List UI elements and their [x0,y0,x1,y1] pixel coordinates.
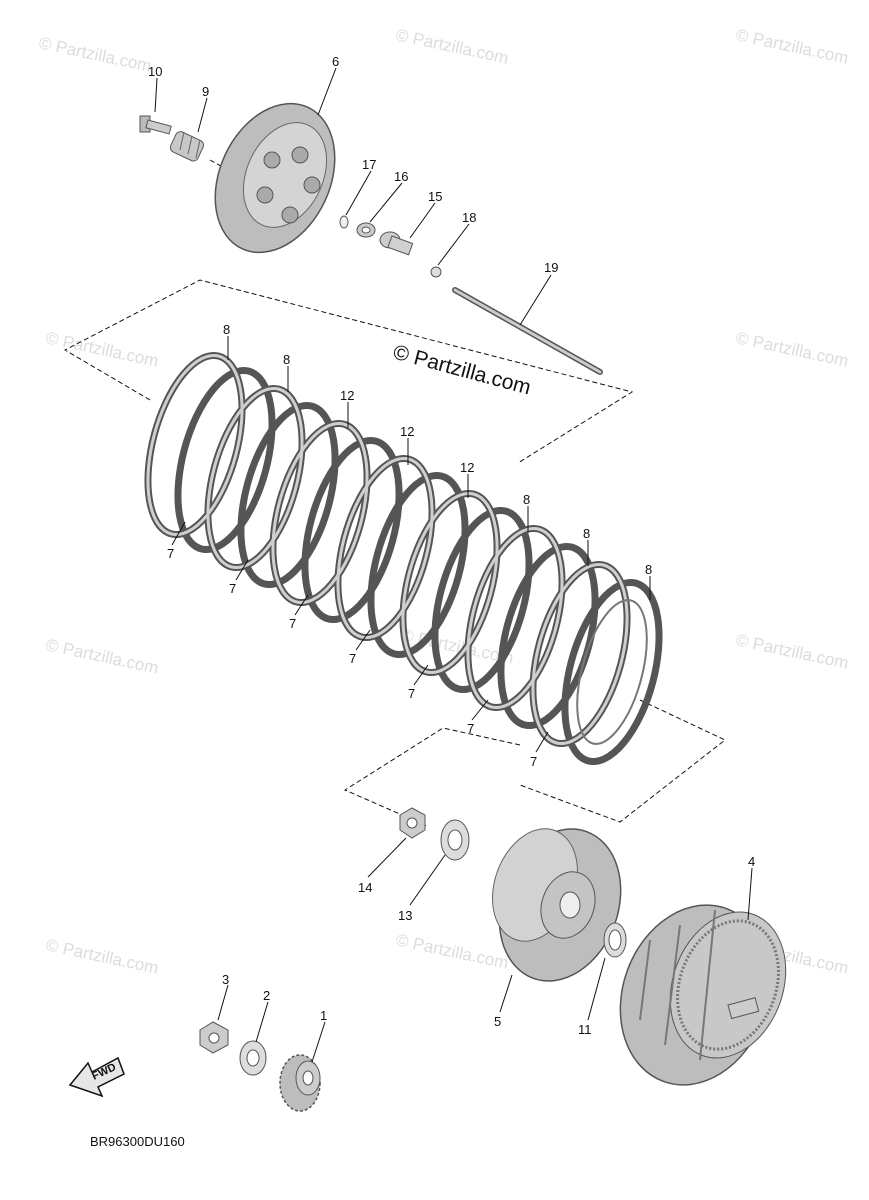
callout-10: 10 [148,64,162,79]
callout-8: 8 [283,352,290,367]
part-2-washer [239,1040,267,1076]
callout-13: 13 [398,908,412,923]
callout-7: 7 [530,754,537,769]
callout-8: 8 [583,526,590,541]
callout-8: 8 [223,322,230,337]
callout-9: 9 [202,84,209,99]
part-4-clutch-housing [619,904,787,1086]
guide-lines [63,159,726,827]
watermark: © Partzilla.com [44,328,160,370]
callout-18: 18 [462,210,476,225]
leader-lines [154,67,753,1063]
watermark: © Partzilla.com [37,33,153,75]
callout-3: 3 [222,972,229,987]
watermark: © Partzilla.com [734,630,850,672]
callout-16: 16 [394,169,408,184]
diagram-code: BR96300DU160 [90,1134,185,1149]
callout-8: 8 [645,562,652,577]
callout-11: 11 [578,1022,592,1037]
watermark: © Partzilla.com [734,25,850,67]
callout-12: 12 [400,424,414,439]
part-16-bearing [356,222,376,238]
part-13-lock-washer [440,819,470,861]
callout-15: 15 [428,189,442,204]
callout-12: 12 [460,460,474,475]
part-11-washer [603,922,627,958]
part-10-bolt [139,115,172,135]
center-watermark: © Partzilla.com [391,341,534,400]
part-1-gear [279,1054,321,1112]
watermark: © Partzilla.com [394,930,510,972]
callout-19: 19 [544,260,558,275]
callout-7: 7 [467,721,474,736]
part-3-nut [199,1021,229,1054]
part-6-pressure-plate [214,102,336,254]
part-5-clutch-boss [491,828,622,982]
callout-12: 12 [340,388,354,403]
part-9-spring [169,131,205,162]
callout-7: 7 [349,651,356,666]
callout-2: 2 [263,988,270,1003]
callout-7: 7 [289,616,296,631]
callouts: 6 10 9 17 16 15 18 19 8 8 12 12 12 8 8 8… [148,54,755,1037]
watermark: © Partzilla.com [44,935,160,977]
callout-1: 1 [320,1008,327,1023]
callout-8: 8 [523,492,530,507]
part-15-push-rod-end [379,231,414,256]
part-17-washer [339,215,349,229]
callout-7: 7 [408,686,415,701]
watermark: © Partzilla.com [44,635,160,677]
callout-5: 5 [494,1014,501,1029]
fwd-arrow-icon: FWD [68,1056,125,1098]
callout-7: 7 [167,546,174,561]
watermark: © Partzilla.com [734,328,850,370]
callout-14: 14 [358,880,372,895]
callout-6: 6 [332,54,339,69]
clutch-plate-stack [144,351,663,766]
callout-7: 7 [229,581,236,596]
part-18-ball [430,266,442,278]
watermark: © Partzilla.com [394,25,510,67]
part-14-nut [399,807,426,839]
part-19-push-rod [452,287,603,375]
callout-4: 4 [748,854,755,869]
callout-17: 17 [362,157,376,172]
